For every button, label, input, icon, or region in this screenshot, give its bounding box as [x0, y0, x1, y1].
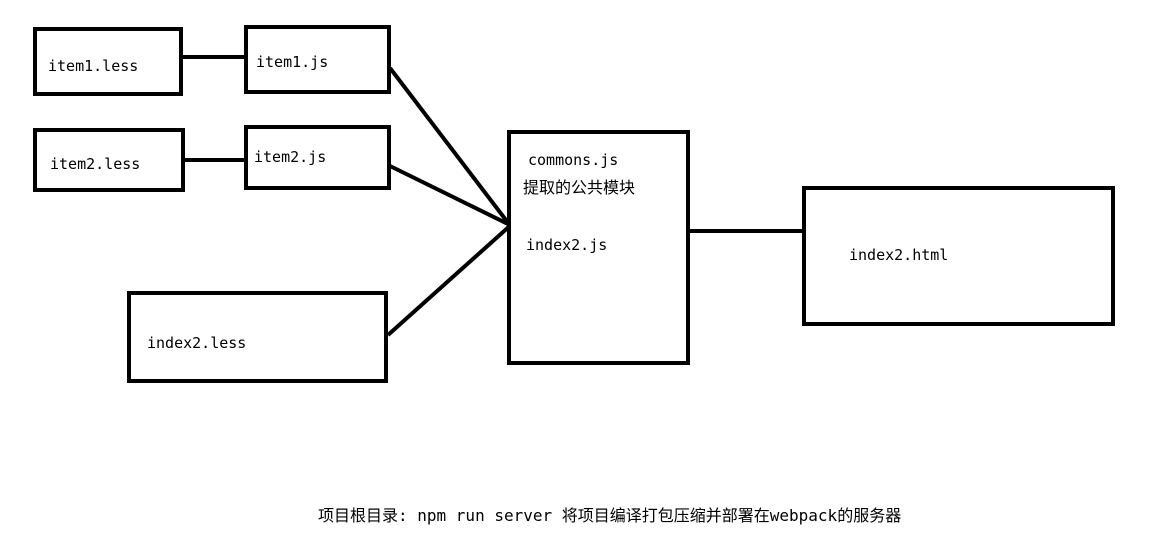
- node-item1-less: [33, 27, 183, 96]
- node-commons-js-subtitle: 提取的公共模块: [523, 178, 636, 197]
- diagram-caption: 项目根目录: npm run server 将项目编译打包压缩并部署在webpa…: [318, 506, 902, 525]
- node-commons-js: [507, 130, 690, 365]
- node-item1-less-label: item1.less: [48, 57, 139, 75]
- node-item2-js: [244, 125, 391, 190]
- node-index2-html: [802, 186, 1115, 326]
- edge-item1js-index2js: [388, 66, 514, 230]
- node-commons-js-title: commons.js: [528, 151, 619, 169]
- edge-item2js-index2js: [389, 164, 513, 228]
- node-item2-less-label: item2.less: [50, 155, 141, 173]
- node-index2-less: [127, 291, 388, 383]
- node-item1-js-label: item1.js: [256, 53, 329, 71]
- node-item2-less: [33, 128, 185, 192]
- node-item2-js-label: item2.js: [254, 148, 327, 166]
- node-index2-js-label: index2.js: [526, 236, 608, 254]
- edge-index2less-index2js: [386, 222, 514, 337]
- node-index2-html-label: index2.html: [849, 246, 949, 264]
- node-index2-less-label: index2.less: [147, 334, 247, 352]
- node-item1-js: [244, 25, 391, 94]
